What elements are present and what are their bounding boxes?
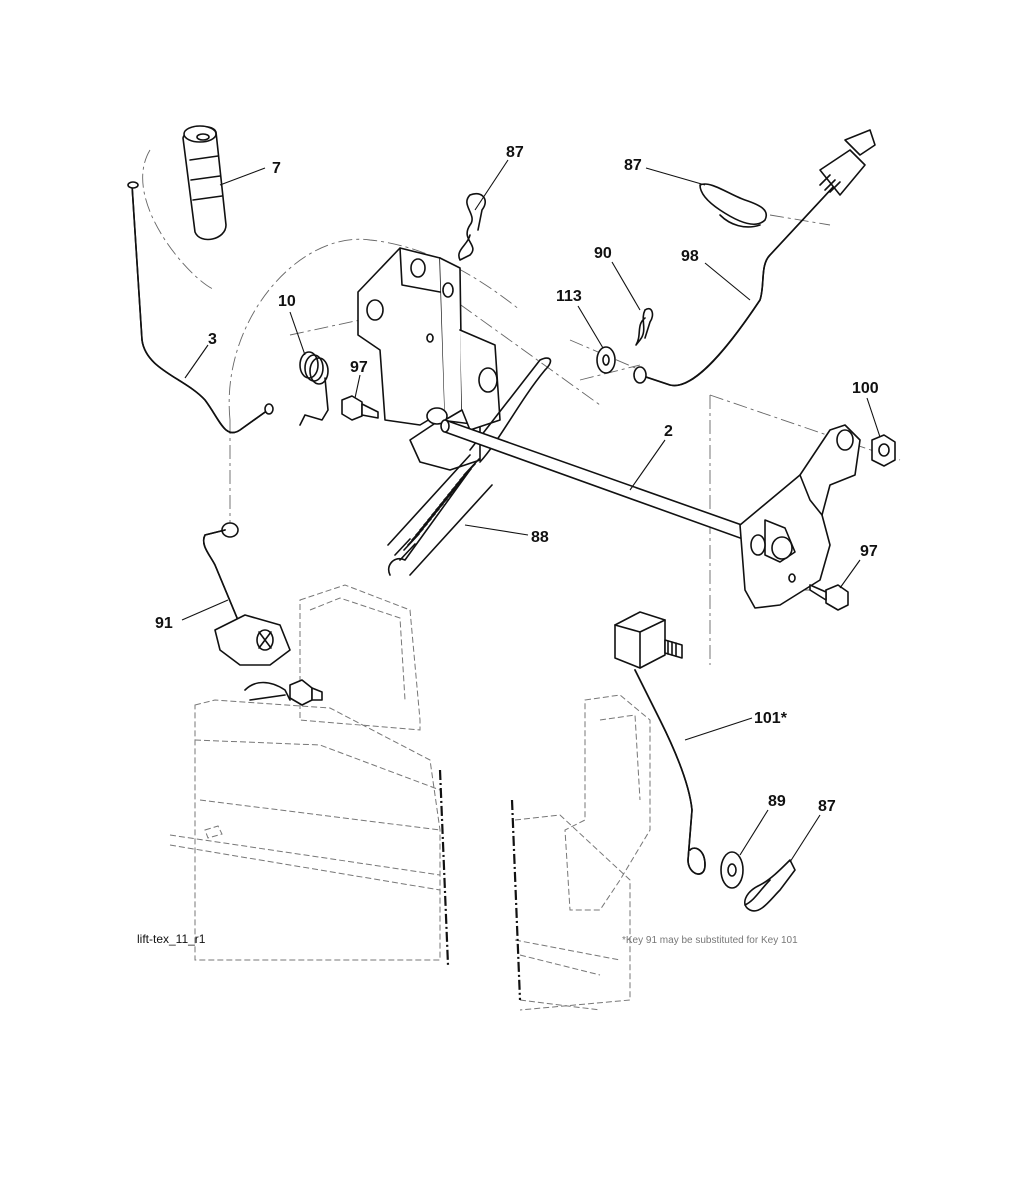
lift-bracket bbox=[357, 247, 501, 471]
leader-lines bbox=[181, 159, 881, 863]
part-87-hairpin-clip-lower bbox=[744, 859, 796, 912]
callout-2: 2 bbox=[664, 423, 673, 440]
callout-7: 7 bbox=[272, 160, 281, 177]
callout-101: 101* bbox=[754, 710, 788, 727]
callout-97-right: 97 bbox=[860, 543, 878, 560]
callout-87-centre: 87 bbox=[506, 144, 524, 161]
callouts: 7 87 87 3 10 97 90 113 98 100 2 88 97 91… bbox=[155, 144, 879, 815]
part-87-hairpin-clip-upper bbox=[699, 183, 767, 228]
part-87-hairpin-clip-centre bbox=[458, 192, 486, 261]
callout-87-upper: 87 bbox=[624, 157, 642, 174]
callout-88: 88 bbox=[531, 529, 549, 546]
part-101-adjust-rod bbox=[614, 611, 706, 875]
lift-arm-right bbox=[739, 424, 861, 609]
diagram-caption: lift-tex_11_r1 bbox=[137, 932, 206, 946]
part-10-torsion-spring bbox=[299, 351, 329, 426]
substitution-note: *Key 91 may be substituted for Key 101 bbox=[622, 935, 798, 946]
deck-ghost-right bbox=[514, 694, 651, 1011]
callout-10: 10 bbox=[278, 293, 296, 310]
callout-3: 3 bbox=[208, 331, 217, 348]
callout-89: 89 bbox=[768, 793, 786, 810]
part-97-bolt-right bbox=[809, 584, 849, 611]
callout-90: 90 bbox=[594, 245, 612, 262]
part-91-link-rod bbox=[202, 522, 323, 706]
part-98-adjust-rod bbox=[633, 129, 876, 387]
callout-91: 91 bbox=[155, 615, 173, 632]
deck-ghost-left bbox=[169, 584, 441, 961]
callout-113: 113 bbox=[556, 288, 582, 305]
part-90-cotter-pin bbox=[635, 307, 654, 346]
part-3-lift-lever bbox=[127, 181, 274, 434]
part-97-bolt-upper bbox=[341, 395, 379, 421]
callout-98: 98 bbox=[681, 248, 699, 265]
part-113-washer bbox=[596, 346, 616, 374]
cut-lines bbox=[438, 769, 522, 1001]
part-100-nut bbox=[871, 434, 896, 467]
callout-100: 100 bbox=[852, 380, 879, 397]
callout-87-lower: 87 bbox=[818, 798, 836, 815]
part-89-washer bbox=[720, 851, 744, 889]
alignment-lines bbox=[142, 149, 901, 665]
callout-97-upper: 97 bbox=[350, 359, 368, 376]
part-7-handle-grip bbox=[182, 125, 227, 241]
